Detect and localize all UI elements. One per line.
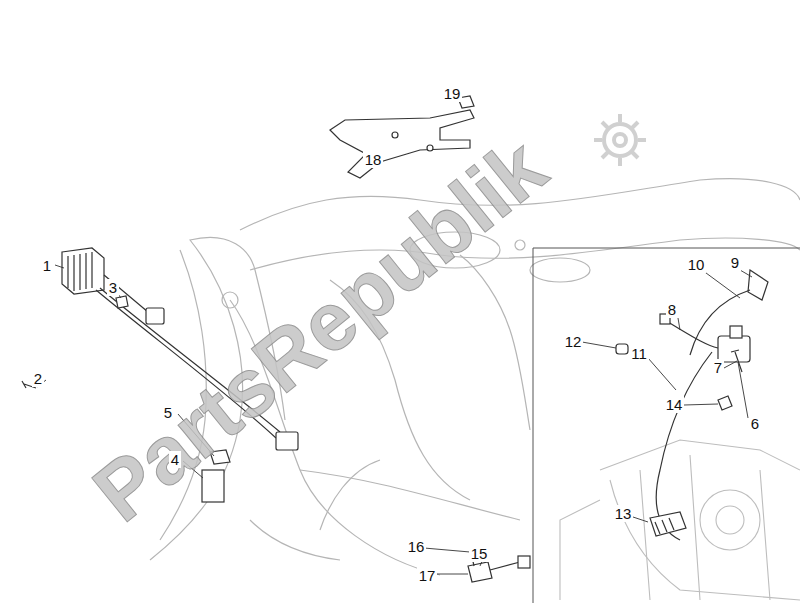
callout-number: 14	[664, 396, 685, 413]
callout-number: 13	[613, 505, 634, 522]
callout-number: 6	[749, 415, 761, 432]
callout-number: 1	[41, 257, 53, 274]
callout-number: 3	[107, 279, 119, 296]
callout-number: 12	[563, 333, 584, 350]
callout-number: 19	[442, 85, 463, 102]
callout-number: 15	[469, 545, 490, 562]
callout-number: 2	[32, 370, 44, 387]
callout-number: 17	[417, 567, 438, 584]
callout-number: 11	[629, 345, 649, 362]
callout-number: 5	[162, 404, 174, 421]
callout-number: 9	[729, 254, 741, 271]
callout-number: 7	[712, 359, 724, 376]
callout-number: 16	[406, 538, 427, 555]
callout-number: 10	[686, 256, 707, 273]
callout-number: 8	[666, 301, 678, 318]
callout-number: 4	[169, 451, 181, 468]
callout-number: 18	[363, 151, 384, 168]
